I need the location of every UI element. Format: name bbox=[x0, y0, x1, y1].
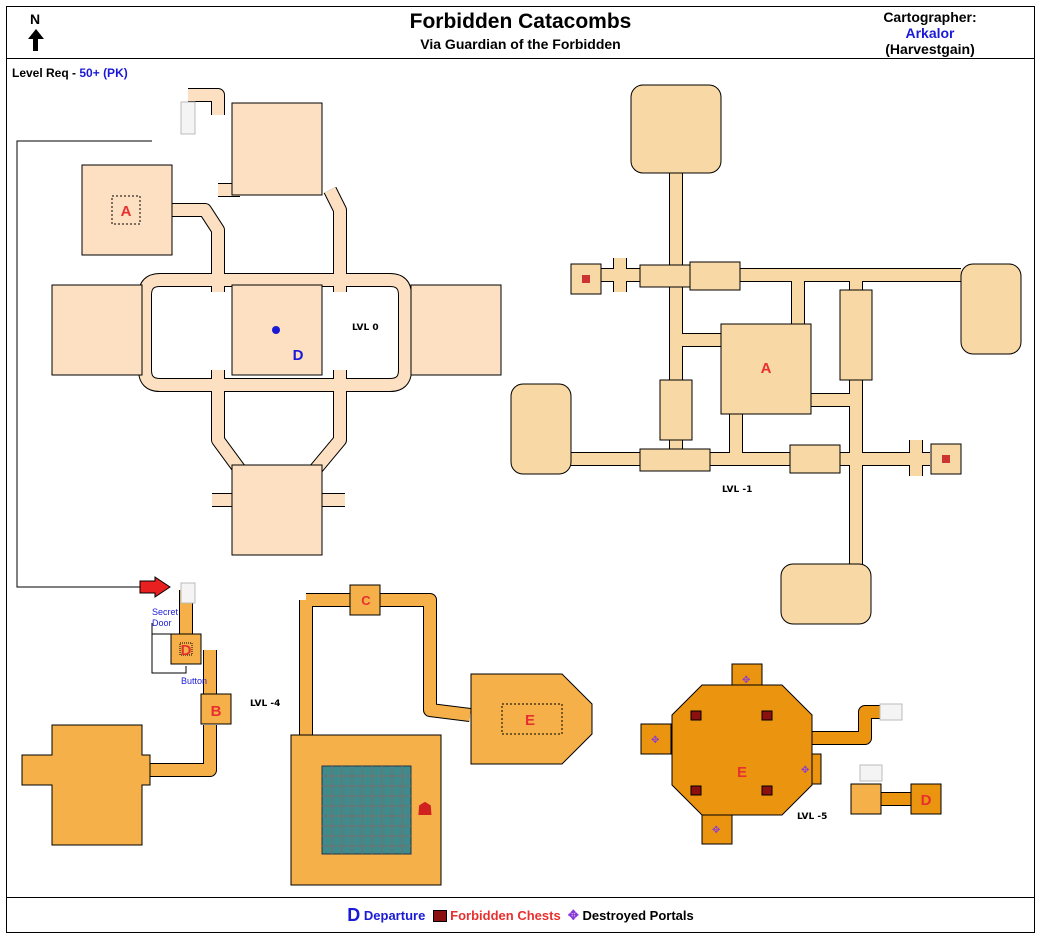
room-e-lvl5 bbox=[671, 684, 813, 816]
room-b-lvl4 bbox=[200, 693, 232, 725]
stairs-icon bbox=[879, 703, 903, 721]
cartographer-name: Arkalor bbox=[905, 25, 955, 41]
header-divider bbox=[6, 58, 1035, 59]
svg-text:✥: ✥ bbox=[712, 825, 720, 836]
legend-departure: Departure bbox=[363, 908, 426, 923]
cartographer-server: (Harvestgain) bbox=[885, 41, 975, 57]
room-label: E bbox=[525, 712, 535, 729]
level-minus-5: ✥ ✥ ✥ ✥ E D LVL -5 bbox=[640, 663, 942, 845]
footer-divider bbox=[6, 897, 1035, 898]
room-a-lvl1 bbox=[720, 323, 812, 415]
room-d-lvl4 bbox=[170, 633, 202, 665]
secret-door-label: Secret bbox=[152, 607, 179, 617]
forbidden-chest-icons bbox=[690, 710, 773, 796]
departure-icon: D bbox=[347, 905, 361, 925]
room-e-lvl4 bbox=[470, 673, 593, 765]
room-west-lvl4 bbox=[21, 724, 151, 846]
room-south-lvl1 bbox=[780, 563, 872, 625]
level-label: LVL -1 bbox=[722, 485, 752, 495]
stairs-icon bbox=[180, 582, 196, 604]
level-minus-4: ☗ D B C E LVL -4 Secret Door Button bbox=[21, 582, 593, 886]
map-subtitle: Via Guardian of the Forbidden bbox=[420, 36, 621, 52]
stairs-icon bbox=[180, 101, 196, 135]
room-a-lvl0 bbox=[81, 164, 173, 256]
route-arrow-icon bbox=[139, 576, 171, 598]
level-0: A D LVL 0 bbox=[51, 88, 502, 556]
level-requirement: Level Req - 50+ (PK) bbox=[12, 66, 128, 80]
level-label: LVL -4 bbox=[250, 699, 280, 709]
stairs-icon bbox=[859, 764, 883, 782]
button-label: Button bbox=[181, 676, 207, 686]
cartographer-block: Cartographer: Arkalor (Harvestgain) bbox=[860, 9, 1000, 57]
room-west bbox=[51, 284, 143, 376]
map-title: Forbidden Catacombs bbox=[409, 10, 632, 33]
room-c-lvl4 bbox=[349, 584, 381, 616]
legend-chests: Forbidden Chests bbox=[450, 908, 561, 923]
room-label: E bbox=[737, 764, 747, 781]
legend-portals: Destroyed Portals bbox=[582, 908, 694, 923]
room-north bbox=[231, 102, 323, 196]
secret-door-label: Door bbox=[152, 618, 172, 628]
svg-text:✥: ✥ bbox=[651, 735, 659, 746]
room-label: B bbox=[211, 703, 222, 720]
page-border bbox=[6, 6, 1035, 933]
level-label: LVL -5 bbox=[797, 812, 827, 822]
route-line bbox=[16, 140, 152, 588]
room-label: D bbox=[293, 347, 304, 364]
room-label: C bbox=[361, 593, 371, 608]
level-req-value: 50+ (PK) bbox=[79, 66, 128, 80]
level-minus-1: A LVL -1 bbox=[510, 84, 1022, 625]
room-east bbox=[410, 284, 502, 376]
grid-floor bbox=[321, 765, 412, 855]
destroyed-portal-icons: ✥ ✥ ✥ ✥ bbox=[651, 675, 809, 836]
room-north-lvl1 bbox=[630, 84, 722, 174]
north-arrow-icon bbox=[28, 29, 44, 39]
room-label: A bbox=[121, 203, 132, 220]
legend: D Departure Forbidden Chests ✥ Destroyed… bbox=[0, 905, 1041, 926]
room-west-lvl1 bbox=[510, 383, 572, 475]
chest-icon bbox=[432, 909, 447, 922]
departure-marker bbox=[272, 326, 280, 334]
level-label: LVL 0 bbox=[352, 323, 379, 333]
room-south bbox=[231, 464, 323, 556]
room-label: D bbox=[921, 792, 932, 809]
svg-text:✥: ✥ bbox=[801, 765, 809, 776]
room-d-lvl5 bbox=[910, 783, 942, 815]
room-label: A bbox=[761, 360, 772, 377]
north-indicator: N bbox=[28, 11, 44, 51]
guardian-icon: ☗ bbox=[417, 799, 433, 819]
level-req-label: Level Req - bbox=[12, 66, 77, 80]
room-label: D bbox=[181, 642, 192, 659]
room-east-lvl1 bbox=[960, 263, 1022, 355]
north-label: N bbox=[30, 11, 41, 27]
svg-text:✥: ✥ bbox=[742, 675, 750, 686]
portal-icon: ✥ bbox=[567, 907, 579, 923]
cartographer-label: Cartographer: bbox=[883, 9, 977, 25]
